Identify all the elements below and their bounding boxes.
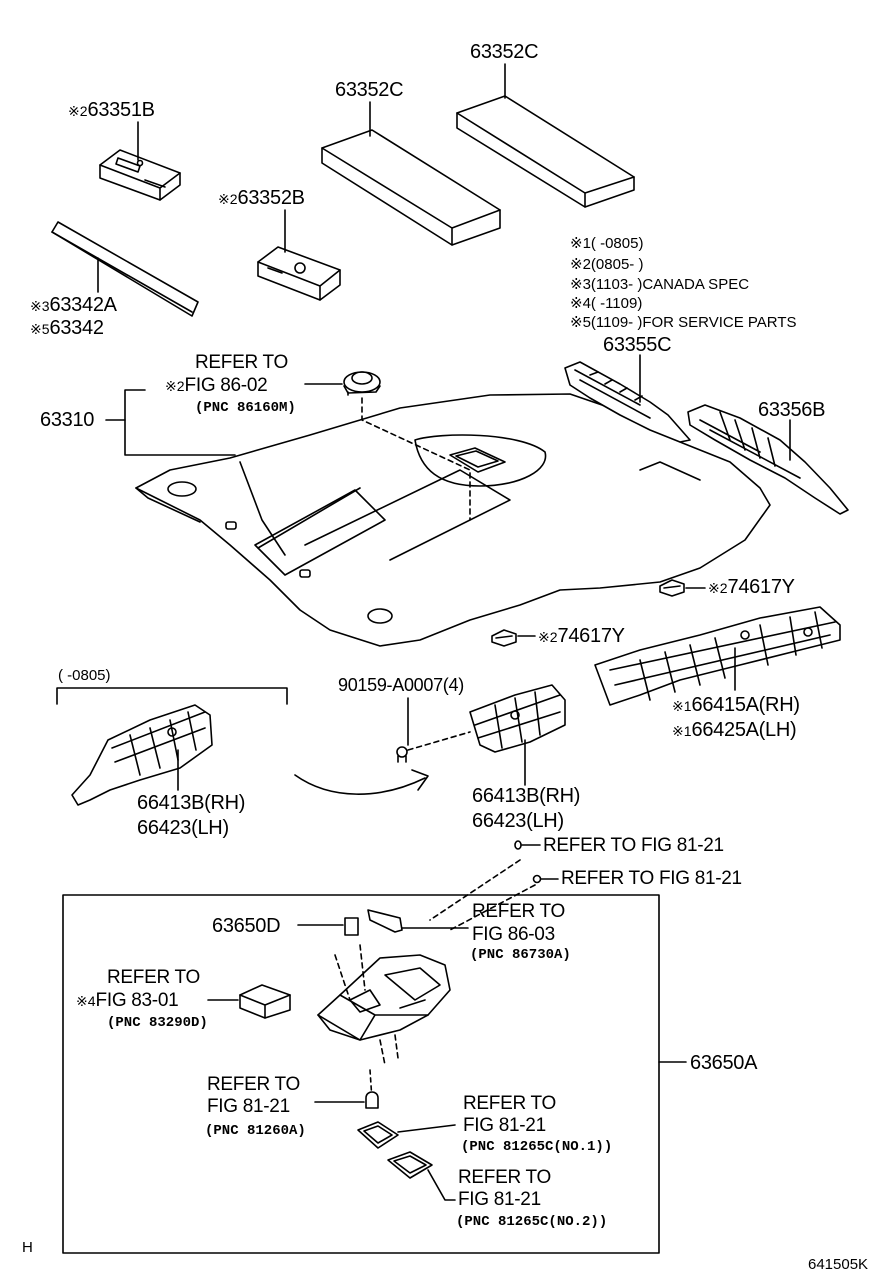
label-66413B-left: 66413B(RH) — [137, 792, 246, 814]
ref-81265C-no1-pnc: (PNC 81265C(NO.1)) — [461, 1139, 613, 1155]
part-86730A-shape — [367, 909, 403, 933]
dash-86160M — [361, 397, 471, 521]
direction-arrow — [294, 774, 426, 795]
bracket-range — [56, 687, 288, 705]
label-66413B-right: 66413B(RH) — [472, 785, 581, 807]
label-63352C-2: 63352C — [470, 41, 539, 63]
part-63342A-shape — [51, 221, 199, 317]
label-63342: ※563342 — [30, 317, 104, 339]
part-74617Y-clip-2 — [491, 629, 517, 647]
part-66415A-shape — [594, 606, 841, 706]
part-86160M-shape — [343, 371, 381, 394]
part-63352C-pad-1 — [321, 129, 501, 246]
label-63352B: ※263352B — [218, 187, 305, 209]
part-63356B-shape — [687, 404, 849, 515]
legend-item: ※2(0805- ) — [570, 256, 644, 273]
legend-item: ※3(1103- )CANADA SPEC — [570, 276, 750, 293]
ref-81265C-no1-line2: FIG 81-21 — [463, 1115, 546, 1136]
part-ref-81-21-b — [532, 874, 542, 884]
label-74617Y-2: ※274617Y — [538, 625, 625, 647]
ref-86-02-line2: ※2FIG 86-02 — [165, 375, 268, 396]
part-ref-81-21-a — [514, 840, 522, 850]
part-63310-headliner — [135, 393, 771, 647]
ref-81265C-no1-line1: REFER TO — [463, 1093, 556, 1114]
label-66425A: ※166425A(LH) — [672, 719, 797, 741]
part-66413B-left-shape — [71, 704, 213, 806]
label-66415A: ※166415A(RH) — [672, 694, 800, 716]
ref-81-21-b: REFER TO FIG 81-21 — [561, 868, 742, 889]
leader-81265C-no2 — [427, 1169, 456, 1201]
ref-81-21-a: REFER TO FIG 81-21 — [543, 835, 724, 856]
ref-81265C-no2-line2: FIG 81-21 — [458, 1189, 541, 1210]
ref-86-02-pnc: (PNC 86160M) — [195, 400, 296, 416]
label-90159: 90159-A0007(4) — [338, 675, 464, 695]
label-63342A: ※363342A — [30, 294, 117, 316]
label-63650A: 63650A — [690, 1052, 758, 1074]
ref-86-03-line1: REFER TO — [472, 901, 565, 922]
legend-item: ※1( -0805) — [570, 235, 644, 252]
label-63351B: ※263351B — [68, 99, 155, 121]
legend-item: ※4( -1109) — [570, 295, 643, 312]
part-81260A-shape — [365, 1091, 379, 1109]
label-66423-right: 66423(LH) — [472, 810, 564, 832]
label-74617Y-1: ※274617Y — [708, 576, 795, 598]
ref-83-01-line2: ※4FIG 83-01 — [76, 990, 179, 1011]
leader-81265C-no1 — [397, 1124, 456, 1133]
part-81265C-no2-shape — [387, 1151, 433, 1179]
label-63352C-1: 63352C — [335, 79, 404, 101]
ref-81260A-line1: REFER TO — [207, 1074, 300, 1095]
part-90159-shape — [396, 746, 408, 763]
part-63351B-shape — [99, 149, 181, 201]
corner-mark: H — [22, 1239, 33, 1256]
ref-83-01-pnc: (PNC 83290D) — [107, 1015, 208, 1031]
label-63310: 63310 — [40, 409, 95, 431]
ref-81260A-pnc: (PNC 81260A) — [205, 1123, 306, 1139]
bracket-63310 — [124, 389, 236, 456]
part-74617Y-clip-1 — [659, 579, 685, 597]
ref-83-01-line1: REFER TO — [107, 967, 200, 988]
box-63650A — [62, 894, 660, 1254]
ref-81265C-no2-pnc: (PNC 81265C(NO.2)) — [456, 1214, 608, 1230]
ref-81265C-no2-line1: REFER TO — [458, 1167, 551, 1188]
part-66413B-right-shape — [469, 684, 566, 753]
legend-item: ※5(1109- )FOR SERVICE PARTS — [570, 314, 797, 331]
part-63352B-shape — [257, 246, 341, 301]
label-63356B: 63356B — [758, 399, 826, 421]
part-63650A-shape — [317, 954, 451, 1041]
label-63650D: 63650D — [212, 915, 281, 937]
figure-id: 641505K — [808, 1256, 869, 1273]
label-range: ( -0805) — [58, 667, 111, 684]
ref-86-03-line2: FIG 86-03 — [472, 924, 555, 945]
part-63650D-shape — [344, 917, 359, 936]
part-81265C-no1-shape — [357, 1121, 399, 1149]
label-66423-left: 66423(LH) — [137, 817, 229, 839]
part-83290D-shape — [239, 984, 291, 1019]
part-63355C-shape — [564, 361, 691, 443]
part-63352C-pad-2 — [456, 95, 635, 208]
ref-81260A-line2: FIG 81-21 — [207, 1096, 290, 1117]
label-63355C: 63355C — [603, 334, 672, 356]
ref-86-02-line1: REFER TO — [195, 352, 288, 373]
ref-86-03-pnc: (PNC 86730A) — [470, 947, 571, 963]
direction-arrow-head — [411, 769, 429, 791]
